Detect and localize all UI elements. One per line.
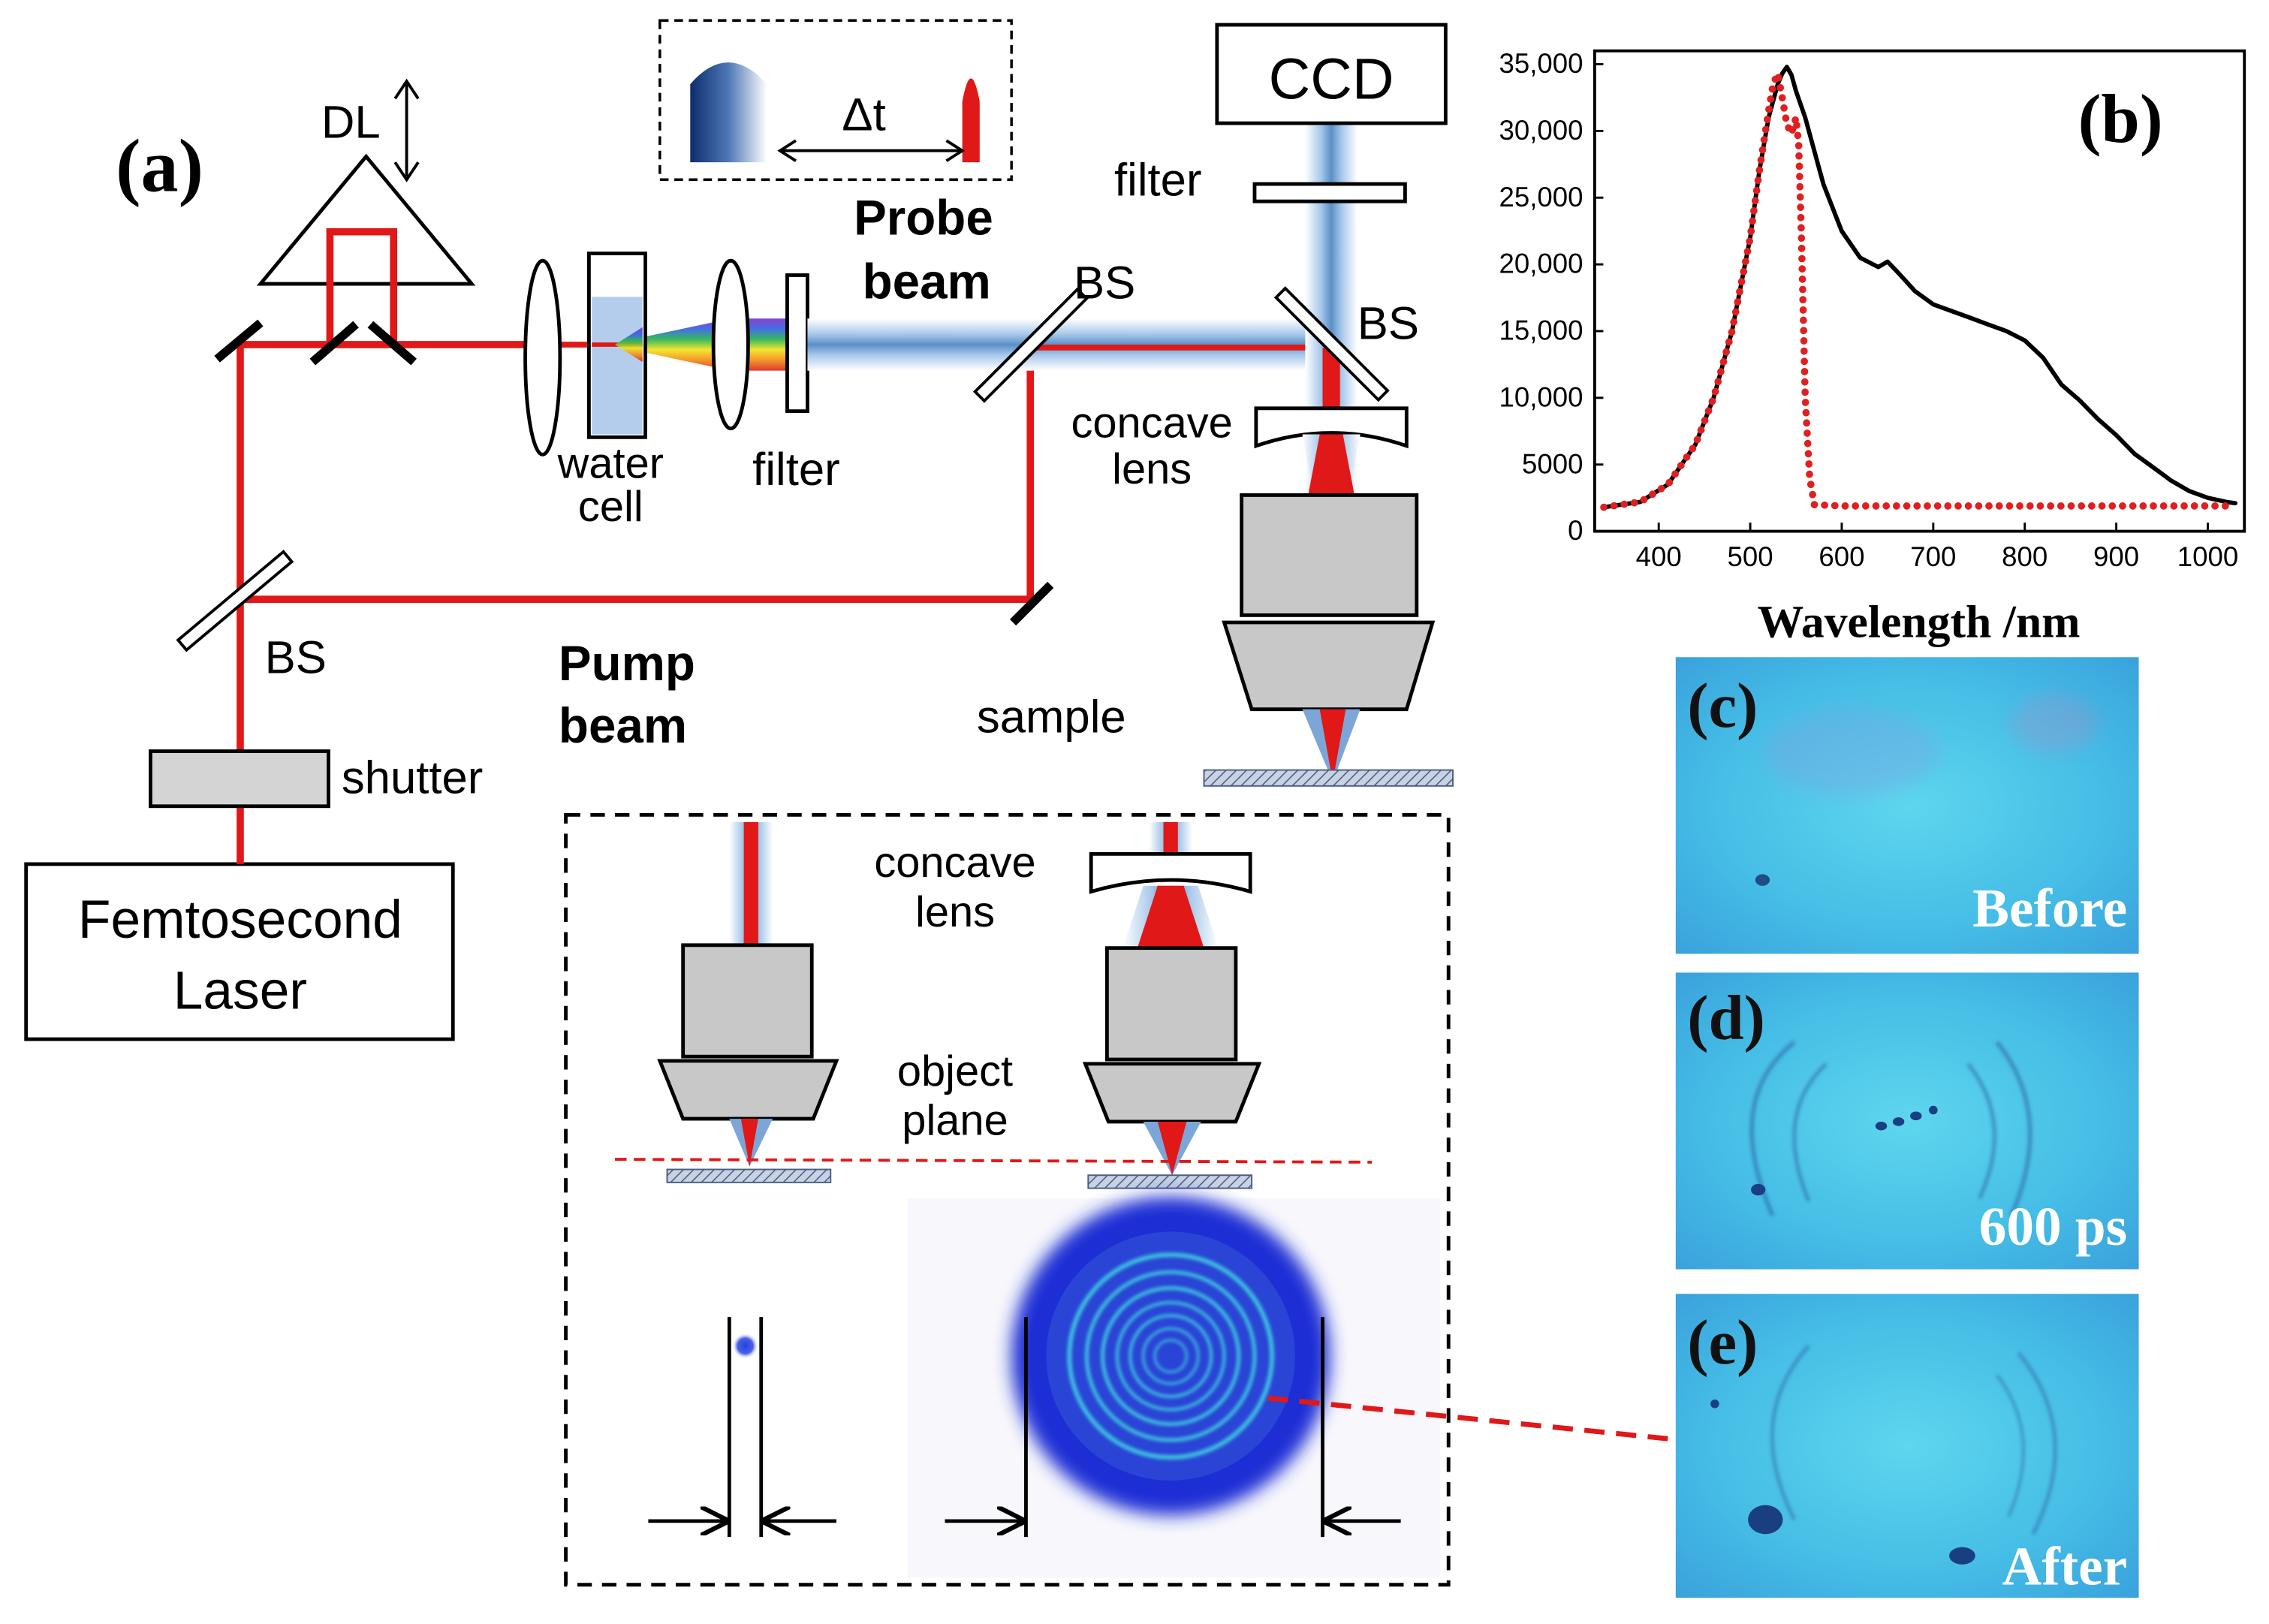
delay-line-prism — [256, 153, 476, 286]
y-tick-label: 15,000 — [1499, 315, 1583, 346]
panel-c: (c) Before — [1675, 657, 2139, 954]
filter-label-1: filter — [752, 444, 839, 496]
water-cell-label-2: cell — [578, 483, 643, 531]
panel-d-caption: 600 ps — [1979, 1196, 2127, 1257]
shutter-label: shutter — [342, 752, 483, 803]
mirror-bottom-right — [1010, 581, 1054, 626]
y-tick-label: 0 — [1568, 515, 1583, 546]
bs-label-3: BS — [1357, 297, 1419, 349]
y-tick-label: 35,000 — [1499, 48, 1583, 79]
object-plane-label-1: object — [897, 1047, 1013, 1095]
probe-beam-label-1: Probe — [854, 191, 993, 246]
x-tick-label: 400 — [1636, 541, 1682, 572]
x-tick-label: 900 — [2093, 541, 2139, 572]
mirror-dl-right — [367, 321, 417, 366]
objective-body — [1240, 493, 1419, 617]
bs-label-1: BS — [265, 631, 327, 683]
lens-2 — [711, 258, 750, 431]
panel-a-label: (a) — [116, 125, 203, 208]
large-spot-markers — [945, 1317, 1401, 1538]
panel-b-label: (b) — [2078, 81, 2163, 158]
x-tick-label: 500 — [1728, 541, 1773, 572]
beamsplitter-1 — [176, 550, 294, 652]
panel-c-caption: Before — [1972, 878, 2127, 939]
mirror-dl-left — [309, 321, 359, 366]
inset-concave-lens — [1089, 851, 1252, 894]
inset-objective-right-body — [1104, 946, 1238, 1062]
objective-nose — [1222, 620, 1436, 712]
panel-a: (a) Femtosecond Laser shutter BS — [24, 19, 1780, 1587]
y-tick-label: 25,000 — [1499, 182, 1583, 212]
ccd-label: CCD — [1269, 47, 1394, 111]
bs-label-2: BS — [1074, 257, 1135, 309]
x-tick-label: 700 — [1910, 541, 1956, 572]
pump-pulse — [962, 78, 980, 163]
x-tick-label: 800 — [2002, 541, 2048, 572]
delay-loop — [326, 227, 398, 287]
chart-frame — [1593, 49, 2246, 533]
panel-d-label: (d) — [1687, 983, 1765, 1053]
panel-d: (d) 600 ps — [1675, 972, 2139, 1270]
panel-e-caption: After — [2002, 1536, 2127, 1597]
delta-t-arrow — [777, 139, 966, 162]
small-focal-spot — [732, 1333, 758, 1360]
beamsplitter-2 — [972, 287, 1089, 403]
concave-lens-label-1: concave — [1071, 399, 1232, 447]
y-tick-label: 20,000 — [1499, 249, 1583, 279]
inset-slide-right — [1087, 1174, 1253, 1189]
concave-lens-label-2: lens — [1112, 445, 1192, 493]
probe-pulse — [690, 62, 767, 163]
panel-c-label: (c) — [1687, 670, 1758, 741]
x-tick-label: 600 — [1819, 541, 1864, 572]
probe-beam-horizontal — [807, 318, 1329, 371]
dl-label: DL — [321, 96, 381, 148]
laser-label-line2: Laser — [173, 961, 307, 1021]
y-tick-label: 10,000 — [1499, 381, 1583, 412]
y-tick-label: 5000 — [1522, 448, 1583, 479]
series-line-red — [1600, 70, 2239, 511]
micrograph-after — [1675, 1294, 2139, 1598]
panel-b: 400 500 600 700 800 900 1000 0 5000 10,000 15,000 2… — [1499, 48, 2246, 647]
mirror-top-left — [214, 319, 264, 363]
focus-inset — [564, 812, 1451, 1587]
large-focal-spot — [1011, 1197, 1330, 1516]
y-tick-label: 30,000 — [1499, 115, 1583, 146]
filter-1 — [785, 273, 809, 414]
object-plane-label-2: plane — [902, 1096, 1008, 1144]
ccd-box — [1215, 23, 1448, 125]
filter-label-2: filter — [1114, 154, 1201, 206]
shutter — [149, 749, 330, 809]
small-spot-markers — [648, 1317, 836, 1538]
inset-objective-right-nose — [1082, 1062, 1262, 1124]
object-plane-line — [615, 1158, 1373, 1164]
pump-beam-label-1: Pump — [559, 636, 695, 691]
lens-1 — [523, 258, 562, 456]
sample-slide — [1203, 769, 1454, 787]
inset-slide-left — [666, 1168, 832, 1183]
x-tick-label: 1000 — [2177, 541, 2238, 572]
water-cell-label-1: water — [557, 439, 664, 487]
pump-beam-label-2: beam — [559, 698, 687, 753]
inset-concave-lens-label-1: concave — [874, 839, 1035, 887]
probe-beam-label-2: beam — [863, 254, 991, 309]
delta-t-label: Δt — [842, 89, 885, 141]
concave-lens — [1254, 406, 1409, 449]
panel-e-label: (e) — [1687, 1307, 1758, 1378]
water-fill — [592, 297, 643, 435]
beamsplitter-3 — [1273, 286, 1390, 402]
sample-label: sample — [977, 691, 1126, 743]
inset-concave-lens-label-2: lens — [915, 888, 995, 936]
dl-move-arrow — [393, 78, 420, 182]
inset-objective-left-nose — [657, 1059, 839, 1121]
laser-box — [24, 862, 455, 1041]
chart-xlabel: Wavelength /nm — [1758, 596, 2081, 647]
panel-e: (e) After — [1675, 1294, 2139, 1598]
filter-2 — [1252, 182, 1407, 203]
laser-label-line1: Femtosecond — [78, 890, 402, 950]
chart-plot: 400 500 600 700 800 900 1000 0 5000 10,000 15,000 2… — [1499, 48, 2239, 572]
inset-objective-left-body — [681, 943, 814, 1059]
